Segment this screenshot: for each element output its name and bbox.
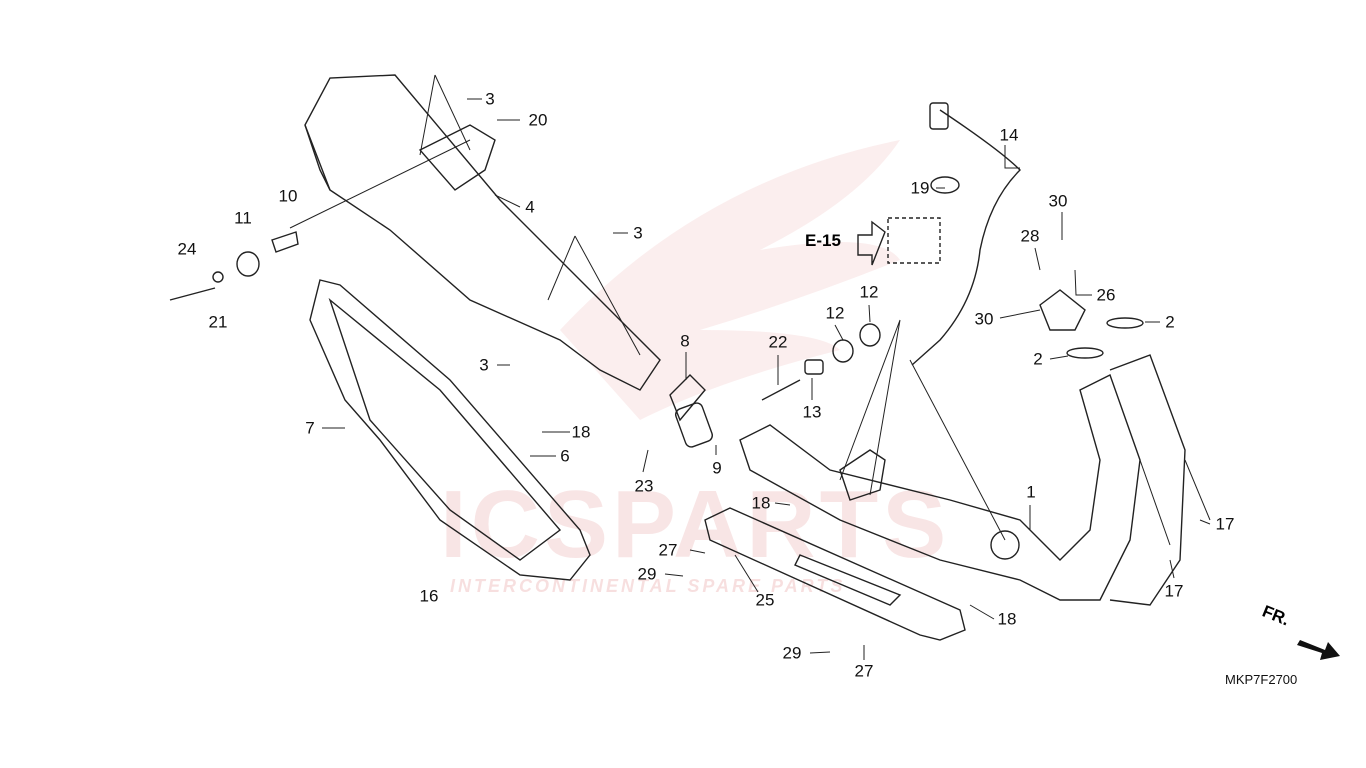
callout-4[interactable]: 4	[525, 197, 535, 217]
drawing-code: MKP7F2700	[1225, 672, 1298, 687]
bolt-24	[169, 287, 216, 301]
callout-20[interactable]: 20	[528, 110, 548, 130]
callout-17[interactable]: 17	[1215, 514, 1235, 534]
callout-18[interactable]: 18	[751, 493, 771, 513]
callout-3[interactable]: 3	[633, 223, 643, 243]
gasket-tube	[674, 402, 714, 448]
bolt-22	[761, 379, 801, 401]
muffler-bracket	[418, 124, 496, 191]
callout-13[interactable]: 13	[802, 402, 822, 422]
callout-12[interactable]: 12	[825, 303, 845, 323]
collar-10	[271, 231, 299, 253]
callout-10[interactable]: 10	[278, 186, 298, 206]
gasket-1	[1106, 317, 1144, 329]
callout-24[interactable]: 24	[177, 239, 197, 259]
callout-25[interactable]: 25	[755, 590, 775, 610]
callout-14[interactable]: 14	[999, 125, 1019, 145]
gasket-2	[1066, 347, 1104, 359]
callout-6[interactable]: 6	[560, 446, 570, 466]
reference-arrow	[857, 220, 886, 266]
callout-7[interactable]: 7	[305, 418, 315, 438]
washer-21	[212, 271, 224, 283]
callout-30[interactable]: 30	[1048, 191, 1068, 211]
pipe-protector	[704, 507, 966, 641]
callout-27[interactable]: 27	[854, 661, 874, 681]
grommet-12b	[859, 323, 881, 347]
muffler-heat-shield	[309, 279, 591, 581]
sensor-boss	[990, 530, 1020, 560]
collar-13	[804, 359, 824, 375]
callout-22[interactable]: 22	[768, 332, 788, 352]
rubber-11	[236, 251, 260, 277]
muffler	[304, 74, 661, 391]
sensor-connector	[929, 102, 949, 130]
callout-23[interactable]: 23	[634, 476, 654, 496]
callout-8[interactable]: 8	[680, 331, 690, 351]
callout-12[interactable]: 12	[859, 282, 879, 302]
wing-watermark	[560, 140, 900, 420]
watermark-tagline: INTERCONTINENTAL SPARE PARTS	[450, 576, 846, 596]
callout-2[interactable]: 2	[1165, 312, 1175, 332]
callout-26[interactable]: 26	[1096, 285, 1116, 305]
callout-30[interactable]: 30	[974, 309, 994, 329]
callout-28[interactable]: 28	[1020, 226, 1040, 246]
callout-17[interactable]: 17	[1164, 581, 1184, 601]
callout-27[interactable]: 27	[658, 540, 678, 560]
reference-e15[interactable]: E-15	[805, 231, 841, 250]
callout-1[interactable]: 1	[1026, 482, 1036, 502]
pipe-bracket	[839, 449, 886, 501]
callout-29[interactable]: 29	[782, 643, 802, 663]
callout-18[interactable]: 18	[997, 609, 1017, 629]
front-arrow	[1297, 640, 1340, 660]
callout-16[interactable]: 16	[419, 586, 439, 606]
callout-3[interactable]: 3	[485, 89, 495, 109]
callout-19[interactable]: 19	[910, 178, 930, 198]
callout-2[interactable]: 2	[1033, 349, 1043, 369]
callout-29[interactable]: 29	[637, 564, 657, 584]
exhaust-pipe	[739, 374, 1141, 601]
sensor-bracket	[1039, 289, 1086, 331]
callout-18[interactable]: 18	[571, 422, 591, 442]
callout-3[interactable]: 3	[479, 355, 489, 375]
callout-21[interactable]: 21	[208, 312, 228, 332]
callout-9[interactable]: 9	[712, 458, 722, 478]
wire-clip	[930, 176, 960, 194]
callout-11[interactable]: 11	[234, 208, 252, 228]
o2-sensor-wire	[911, 109, 1021, 366]
